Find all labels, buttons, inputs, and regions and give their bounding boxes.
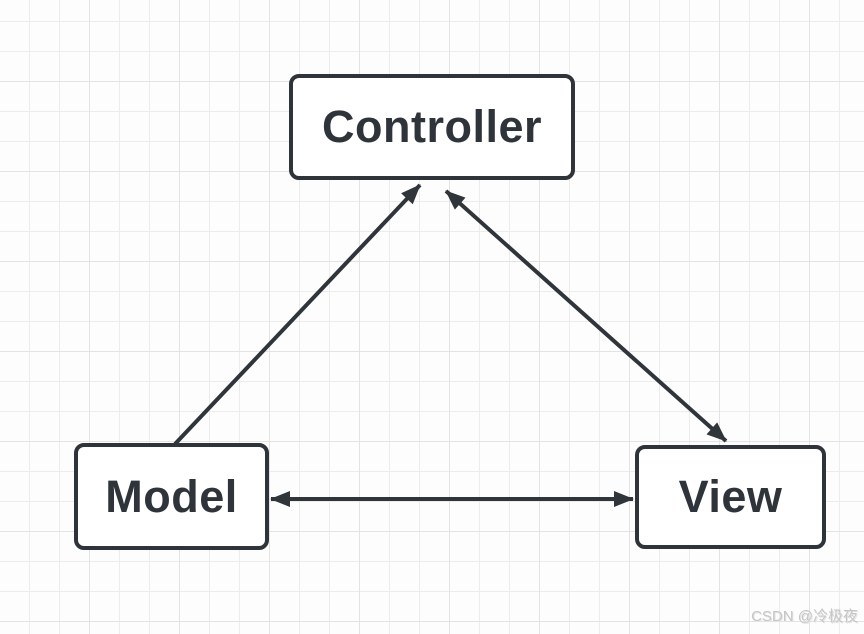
- csdn-watermark: CSDN @冷极夜: [751, 608, 858, 625]
- node-view: View: [635, 445, 826, 549]
- node-view-label: View: [678, 471, 783, 522]
- node-controller-label: Controller: [321, 101, 542, 152]
- edge-controller-view-double-arrow: [444, 189, 728, 443]
- node-model-label: Model: [105, 470, 238, 522]
- node-model: Model: [74, 443, 269, 550]
- edge-model-to-controller-arrow: [173, 183, 422, 446]
- node-controller: Controller: [289, 74, 575, 180]
